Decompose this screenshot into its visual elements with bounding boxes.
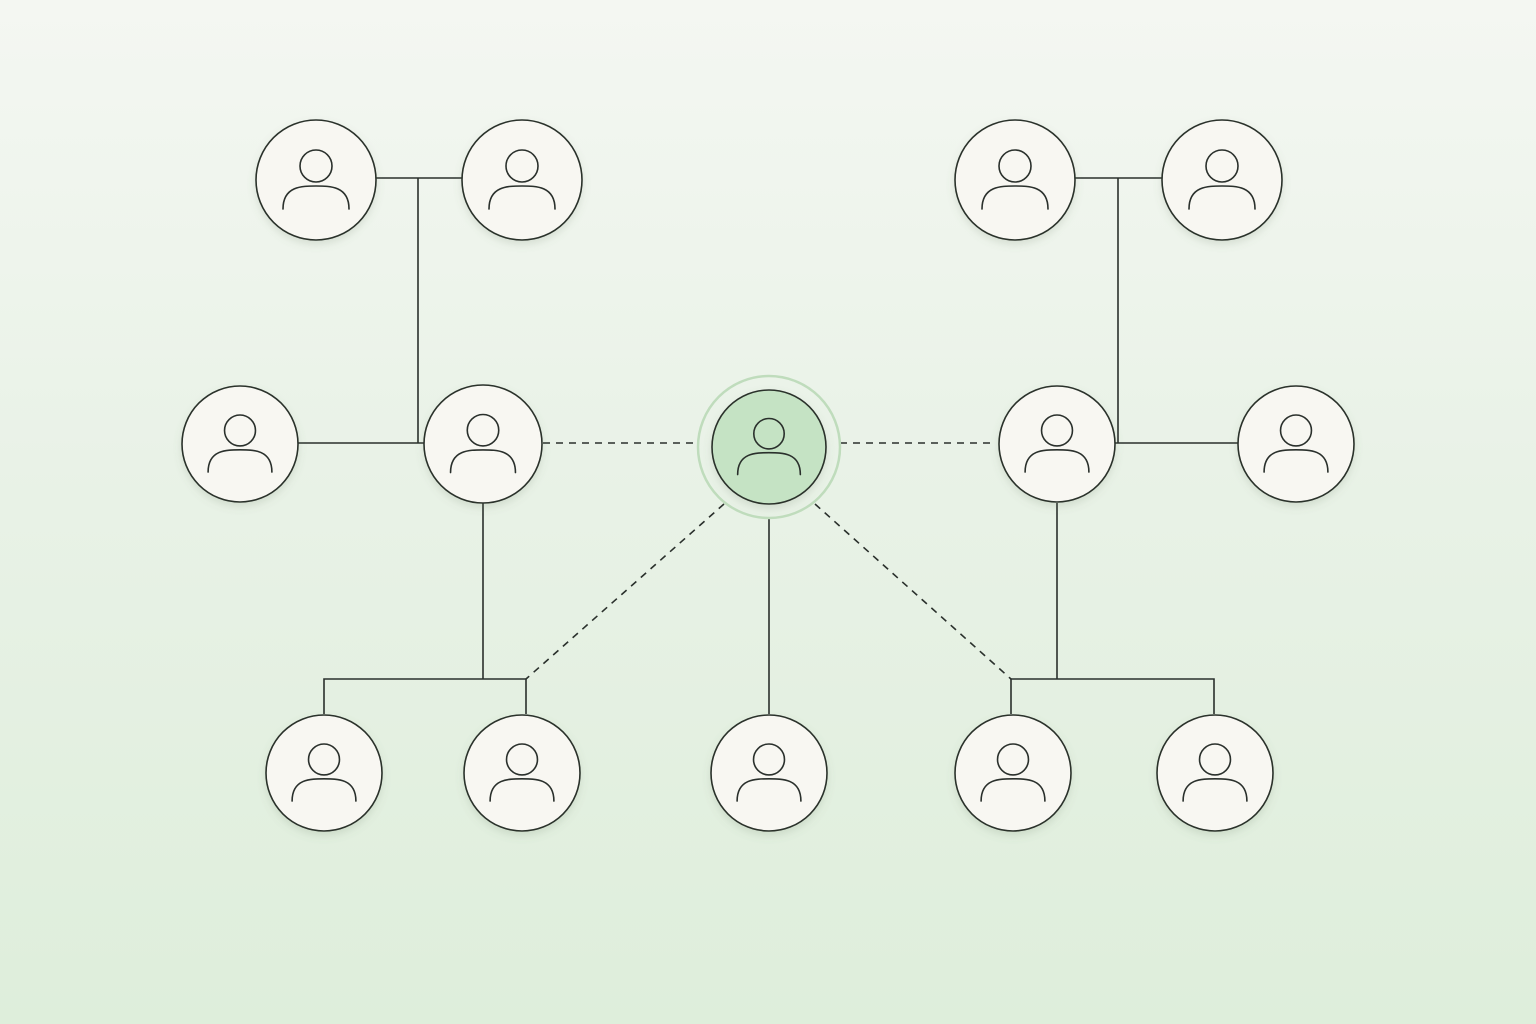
- node-circle: [1237, 385, 1355, 503]
- person-icon: [981, 149, 1049, 210]
- person-icon: [207, 414, 273, 473]
- center-halo: [696, 374, 842, 520]
- node-circle: [265, 714, 383, 832]
- dashed-connection-center-to-bottom-4: [814, 503, 1012, 680]
- node-top-right-b[interactable]: [1161, 119, 1283, 241]
- person-icon: [1188, 149, 1256, 210]
- connections: [298, 177, 1239, 714]
- person-icon: [291, 743, 357, 802]
- node-bottom-3[interactable]: [710, 714, 828, 832]
- node-circle: [463, 714, 581, 832]
- dashed-connection-center-to-bottom-2: [525, 503, 725, 680]
- person-icon: [736, 417, 802, 476]
- node-circle: [255, 119, 377, 241]
- node-circle: [181, 385, 299, 503]
- node-top-right-a[interactable]: [954, 119, 1076, 241]
- node-circle: [461, 119, 583, 241]
- nodes: [181, 119, 1355, 832]
- node-circle: [954, 714, 1072, 832]
- node-mid-far-right[interactable]: [1237, 385, 1355, 503]
- person-icon: [1024, 414, 1090, 473]
- node-bottom-1[interactable]: [265, 714, 383, 832]
- node-circle: [954, 119, 1076, 241]
- node-mid-right[interactable]: [998, 385, 1116, 503]
- node-bottom-5[interactable]: [1156, 714, 1274, 832]
- person-icon: [980, 743, 1046, 802]
- node-circle: [998, 385, 1116, 503]
- person-icon: [489, 743, 555, 802]
- person-icon: [488, 149, 556, 210]
- highlighted-node-circle: [711, 389, 827, 505]
- node-circle: [710, 714, 828, 832]
- connection-bottom-left-branch: [323, 678, 527, 714]
- person-icon: [449, 413, 517, 474]
- node-top-left-a[interactable]: [255, 119, 377, 241]
- node-circle: [1161, 119, 1283, 241]
- node-top-left-b[interactable]: [461, 119, 583, 241]
- person-icon: [736, 743, 802, 802]
- node-bottom-2[interactable]: [463, 714, 581, 832]
- connection-bottom-right-branch: [1010, 678, 1215, 714]
- node-center[interactable]: [711, 389, 827, 505]
- person-icon: [1182, 743, 1248, 802]
- node-mid-left[interactable]: [423, 384, 543, 504]
- person-icon: [282, 149, 350, 210]
- node-circle: [423, 384, 543, 504]
- person-icon: [1263, 414, 1329, 473]
- node-circle: [1156, 714, 1274, 832]
- node-mid-far-left[interactable]: [181, 385, 299, 503]
- node-bottom-4[interactable]: [954, 714, 1072, 832]
